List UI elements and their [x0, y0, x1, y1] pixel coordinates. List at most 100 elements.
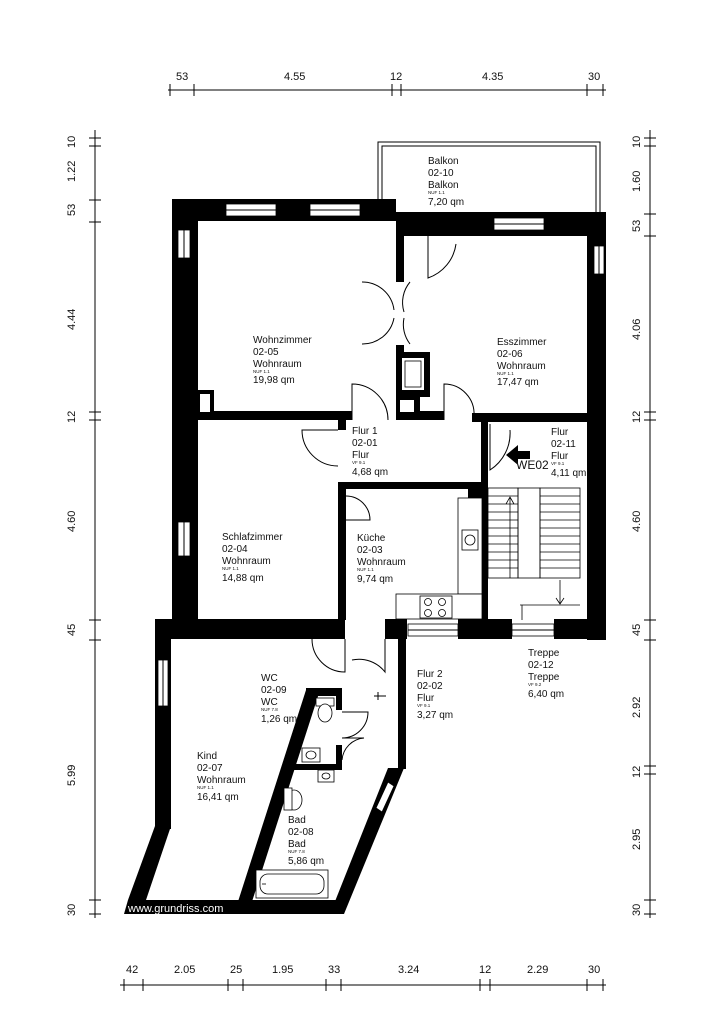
dim-right-5: 12 [631, 411, 643, 423]
room-kueche-area: 9,74 qm [357, 574, 393, 585]
room-wohnzimmer-use: Wohnraum [253, 359, 302, 370]
dim-bottom-7: 12 [479, 964, 491, 976]
dim-left-6: 4.60 [66, 511, 78, 532]
watermark: www.grundriss.com [127, 903, 223, 915]
dim-right-9: 12 [631, 766, 643, 778]
room-flur2-use: Flur [417, 693, 435, 704]
dim-top-5: 30 [588, 71, 600, 83]
room-flur-use: Flur [551, 451, 569, 462]
dim-right-10: 2.95 [631, 829, 643, 850]
entrance-arrow [506, 445, 530, 465]
room-flur2-name: Flur 2 [417, 669, 443, 680]
dim-right-1: 10 [631, 136, 643, 148]
room-treppe-number: 02-12 [528, 660, 554, 671]
room-schlafzimmer-area: 14,88 qm [222, 573, 264, 584]
room-treppe-use: Treppe [528, 672, 560, 683]
staircase [487, 487, 581, 620]
room-kind-area: 16,41 qm [197, 792, 239, 803]
dim-left-7: 45 [66, 624, 78, 636]
dim-left-1: 10 [66, 136, 78, 148]
room-balkon-area: 7,20 qm [428, 197, 464, 208]
room-flur2-nuf: VF 9.1 [417, 703, 431, 708]
dim-left-8: 5.99 [66, 765, 78, 786]
room-esszimmer-use: Wohnraum [497, 361, 546, 372]
room-flur-area: 4,11 qm [551, 468, 586, 479]
room-balkon-nuf: NUF 1.1 [428, 190, 445, 195]
room-flur2-area: 3,27 qm [417, 710, 453, 721]
room-kueche-number: 02-03 [357, 545, 383, 556]
flur2-marker [374, 692, 386, 700]
room-schlafzimmer-use: Wohnraum [222, 556, 271, 567]
room-wohnzimmer-name: Wohnzimmer [253, 335, 312, 346]
room-balkon-number: 02-10 [428, 168, 454, 179]
dim-bottom-9: 30 [588, 964, 600, 976]
room-bad-area: 5,86 qm [288, 856, 324, 867]
dim-top-3: 12 [390, 71, 402, 83]
room-esszimmer-name: Esszimmer [497, 337, 547, 348]
balcony-railing [377, 141, 601, 214]
dim-bottom-8: 2.29 [527, 964, 548, 976]
room-balkon-use: Balkon [428, 180, 459, 191]
room-kueche-name: Küche [357, 533, 386, 544]
room-balkon-name: Balkon [428, 156, 459, 167]
room-schlafzimmer-number: 02-04 [222, 544, 248, 555]
room-wc-area: 1,26 qm [261, 714, 297, 725]
dim-top-1: 53 [176, 71, 188, 83]
room-kueche-nuf: NUF 1.1 [357, 567, 374, 572]
dim-right-3: 53 [631, 220, 643, 232]
room-wohnzimmer-area: 19,98 qm [253, 375, 295, 386]
dim-left-9: 30 [66, 904, 78, 916]
room-wohnzimmer-nuf: NUF 1.1 [253, 369, 270, 374]
dim-left-4: 4.44 [66, 309, 78, 330]
room-flur-nuf: VF 9.1 [551, 461, 565, 466]
room-kind-use: Wohnraum [197, 775, 246, 786]
room-esszimmer-area: 17,47 qm [497, 377, 539, 388]
sanitary-fixtures [255, 697, 335, 899]
room-flur1-number: 02-01 [352, 438, 378, 449]
dim-top-4: 4.35 [482, 71, 503, 83]
room-wohnzimmer-number: 02-05 [253, 347, 279, 358]
room-flur-name: Flur [551, 427, 569, 438]
dim-right-4: 4.06 [631, 319, 643, 340]
windows [157, 203, 605, 813]
room-flur2-number: 02-02 [417, 681, 443, 692]
dim-left-2: 1.22 [66, 161, 78, 182]
room-wc-number: 02-09 [261, 685, 287, 696]
kitchen-counter [395, 497, 483, 620]
dim-bottom-3: 25 [230, 964, 242, 976]
room-flur1-area: 4,68 qm [352, 467, 388, 478]
room-bad-nuf: NUF 7.8 [288, 849, 305, 854]
room-kind-name: Kind [197, 751, 217, 762]
room-schlafzimmer-nuf: NUF 1.1 [222, 566, 239, 571]
room-esszimmer-nuf: NUF 1.1 [497, 371, 514, 376]
room-treppe-name: Treppe [528, 648, 560, 659]
room-wc-name: WC [261, 673, 278, 684]
room-wc-nuf: NUF 7.8 [261, 707, 278, 712]
room-bad-number: 02-08 [288, 827, 314, 838]
dim-right-11: 30 [631, 904, 643, 916]
dim-bottom-5: 33 [328, 964, 340, 976]
room-schlafzimmer-name: Schlafzimmer [222, 532, 283, 543]
room-kueche-use: Wohnraum [357, 557, 406, 568]
room-wc-use: WC [261, 697, 278, 708]
room-esszimmer-number: 02-06 [497, 349, 523, 360]
room-flur1-use: Flur [352, 450, 370, 461]
dim-left-3: 53 [66, 204, 78, 216]
room-flur1-name: Flur 1 [352, 426, 378, 437]
dim-bottom-4: 1.95 [272, 964, 293, 976]
room-bad-use: Bad [288, 839, 306, 850]
dim-right-6: 4.60 [631, 511, 643, 532]
room-bad-name: Bad [288, 815, 306, 826]
doors [301, 236, 511, 761]
dim-right-8: 2.92 [631, 697, 643, 718]
room-treppe-nuf: VF 9.2 [528, 682, 542, 687]
room-kind-number: 02-07 [197, 763, 223, 774]
dim-left-5: 12 [66, 411, 78, 423]
room-treppe-area: 6,40 qm [528, 689, 564, 700]
unit-label: WE02 [516, 458, 549, 472]
dim-right-7: 45 [631, 624, 643, 636]
dim-right-2: 1.60 [631, 171, 643, 192]
dim-top-2: 4.55 [284, 71, 305, 83]
room-flur-number: 02-11 [551, 439, 576, 450]
